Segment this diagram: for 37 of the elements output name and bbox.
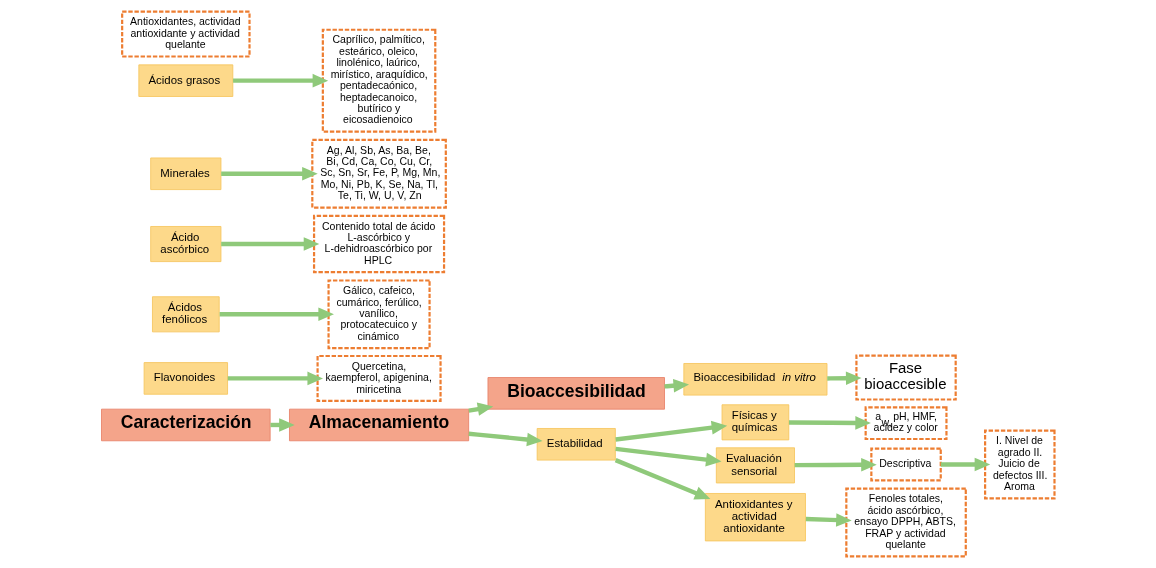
arrow bbox=[221, 237, 320, 251]
arrow bbox=[827, 371, 862, 386]
arrow bbox=[940, 457, 991, 472]
arrow bbox=[794, 457, 877, 472]
node-box: Ácidos grasos bbox=[138, 64, 234, 97]
arrow bbox=[614, 458, 711, 500]
node-box: Ag, Al, Sb, As, Ba, Be, Bi, Cd, Ca, Co, Cu, Cr, Sc, Sn, Sr, Fe, P, Mg, Mn, Mo, Ni, Pb, K, Se, Na, Tl, Te, Ti, W, U, V, Zn bbox=[311, 138, 447, 209]
node-box: Antioxidantes, actividad antioxidante y actividad quelante bbox=[121, 10, 251, 58]
node-box: Quercetina, kaempferol, apigenina, miricetina bbox=[316, 354, 442, 402]
arrow bbox=[221, 166, 318, 181]
arrow bbox=[615, 446, 722, 467]
node-box: Físicas y químicas bbox=[721, 404, 790, 441]
node-box: Flavonoides bbox=[143, 362, 228, 395]
node-box: Bioaccesibilidad in vitro bbox=[683, 363, 828, 396]
arrow bbox=[788, 416, 871, 430]
node-box: Fase bioaccesible bbox=[855, 354, 957, 401]
node-box: Descriptiva bbox=[870, 447, 942, 482]
arrow bbox=[805, 513, 852, 527]
node-box: Almacenamiento bbox=[289, 408, 470, 442]
node-box: Gálico, cafeico, cumárico, ferúlico, vanílico, protocatecuico y cinámico bbox=[327, 279, 431, 350]
arrow bbox=[615, 420, 728, 442]
node-box: Evaluación sensorial bbox=[715, 447, 795, 484]
node-box: Ácidos fenólicos bbox=[152, 296, 220, 333]
node-box: Estabilidad bbox=[536, 428, 616, 461]
node-box: Bioaccesibilidad bbox=[487, 377, 665, 410]
node-box: Caprílico, palmítico, esteárico, oleico, linolénico, laúrico, mirístico, araquídico, pentadecaónico, heptadecanoico, butírico y eicosadienoico bbox=[321, 28, 437, 133]
arrow bbox=[468, 431, 543, 447]
node-box: Ácido ascórbico bbox=[150, 226, 222, 263]
node-box: Antioxidantes y actividad antioxidante bbox=[704, 493, 806, 542]
node-box: Contenido total de ácido L-ascórbico y L-dehidroascórbico por HPLC bbox=[312, 214, 446, 274]
arrow bbox=[219, 307, 334, 322]
node-box: Minerales bbox=[150, 157, 222, 190]
arrow bbox=[227, 371, 323, 386]
node-box: I. Nivel de agrado II. Juicio de defectos III. Aroma bbox=[984, 429, 1056, 500]
arrow bbox=[233, 73, 329, 88]
node-box: Caracterización bbox=[101, 408, 271, 442]
node-box: Fenoles totales, ácido ascórbico, ensayo DPPH, ABTS, FRAP y actividad quelante bbox=[845, 487, 967, 558]
